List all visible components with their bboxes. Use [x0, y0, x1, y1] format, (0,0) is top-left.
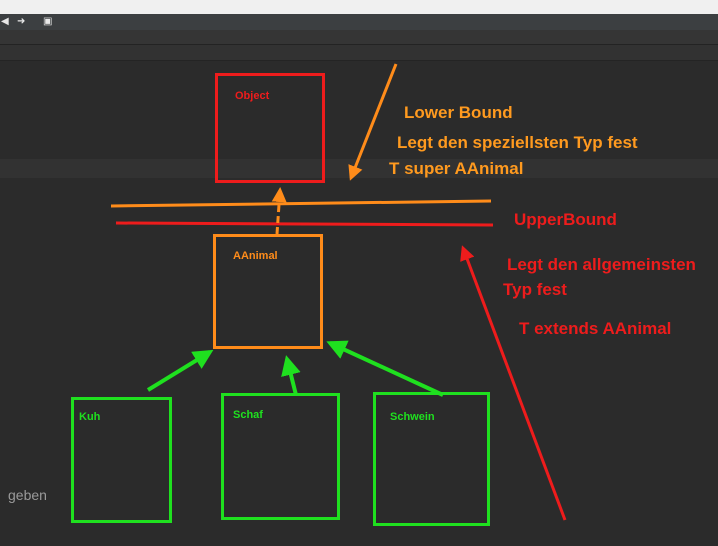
upper-bound-expression: T extends AAnimal: [519, 319, 672, 338]
lower-bound-line: [110, 199, 492, 208]
window-top-strip: [0, 0, 718, 14]
schaf-class-label: Schaf: [233, 409, 263, 421]
upper-bound-description-line2: Typ fest: [503, 280, 567, 299]
lower-bound-description: Legt den speziellsten Typ fest: [397, 133, 638, 152]
lower-bound-arrow: [348, 63, 398, 181]
upper-bound-line: [115, 221, 494, 227]
toolbar: ◀ ➜ ▣: [0, 14, 718, 30]
aanimal-class-box: [213, 234, 323, 349]
editor-tab-bar: [0, 30, 718, 45]
object-class-box: [215, 73, 325, 183]
schwein-class-box: [373, 392, 490, 526]
kuh-class-label: Kuh: [79, 411, 101, 423]
object-class-label: Object: [235, 90, 270, 102]
schwein-class-label: Schwein: [390, 411, 435, 423]
lower-bound-expression: T super AAnimal: [389, 159, 524, 178]
upper-bound-title: UpperBound: [514, 210, 617, 229]
kuh-class-box: [71, 397, 172, 523]
schaf-class-box: [221, 393, 340, 520]
back-icon[interactable]: ◀: [1, 16, 9, 27]
aanimal-to-object-arrow: [271, 187, 287, 235]
schwein-to-aanimal-arrow: [326, 340, 444, 397]
forward-icon[interactable]: ➜: [17, 16, 26, 27]
aanimal-class-label: AAnimal: [233, 250, 278, 262]
editor-breadcrumb-bar: [0, 45, 718, 61]
folder-icon[interactable]: ▣: [43, 16, 53, 27]
upper-bound-description-line1: Legt den allgemeinsten: [507, 255, 696, 274]
editor-text-fragment: geben: [8, 487, 47, 503]
kuh-to-aanimal-arrow: [146, 349, 214, 392]
schaf-to-aanimal-arrow: [281, 355, 301, 396]
lower-bound-title: Lower Bound: [404, 103, 513, 122]
upper-bound-arrow: [460, 245, 567, 521]
